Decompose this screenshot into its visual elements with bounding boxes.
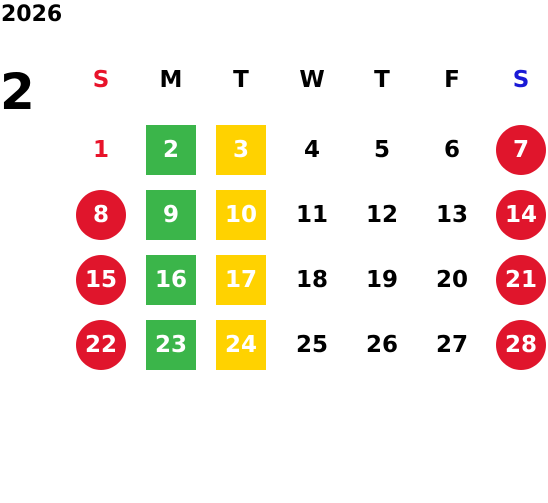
day-cell: 10 xyxy=(216,190,266,240)
day-cell: 25 xyxy=(295,332,328,358)
day-cell: 2 xyxy=(146,125,196,175)
day-cell: 6 xyxy=(443,137,460,163)
weekday-header-wednesday: W xyxy=(299,67,325,93)
weekday-header-monday: M xyxy=(159,67,183,93)
day-cell: 3 xyxy=(216,125,266,175)
day-cell: 5 xyxy=(373,137,390,163)
day-cell: 20 xyxy=(435,267,468,293)
day-cell: 28 xyxy=(496,320,546,370)
day-cell: 18 xyxy=(295,267,328,293)
day-cell: 9 xyxy=(146,190,196,240)
day-cell: 4 xyxy=(303,137,320,163)
weekday-header-thursday: T xyxy=(374,67,390,93)
day-cell: 16 xyxy=(146,255,196,305)
day-cell: 7 xyxy=(496,125,546,175)
day-cell: 14 xyxy=(496,190,546,240)
day-cell: 27 xyxy=(435,332,468,358)
day-cell: 15 xyxy=(76,255,126,305)
day-cell: 23 xyxy=(146,320,196,370)
month-number: 2 xyxy=(0,63,35,121)
day-cell: 22 xyxy=(76,320,126,370)
weekday-header-saturday: S xyxy=(512,67,530,93)
weekday-header-tuesday: T xyxy=(233,67,249,93)
day-cell: 19 xyxy=(365,267,398,293)
day-cell: 26 xyxy=(365,332,398,358)
weekday-header-sunday: S xyxy=(92,67,110,93)
day-cell: 24 xyxy=(216,320,266,370)
day-cell: 17 xyxy=(216,255,266,305)
day-cell: 13 xyxy=(435,202,468,228)
day-cell: 12 xyxy=(365,202,398,228)
weekday-header-friday: F xyxy=(444,67,460,93)
day-cell: 1 xyxy=(92,137,109,163)
day-cell: 11 xyxy=(295,202,328,228)
day-cell: 21 xyxy=(496,255,546,305)
year-label: 2026 xyxy=(1,2,63,27)
day-cell: 8 xyxy=(76,190,126,240)
